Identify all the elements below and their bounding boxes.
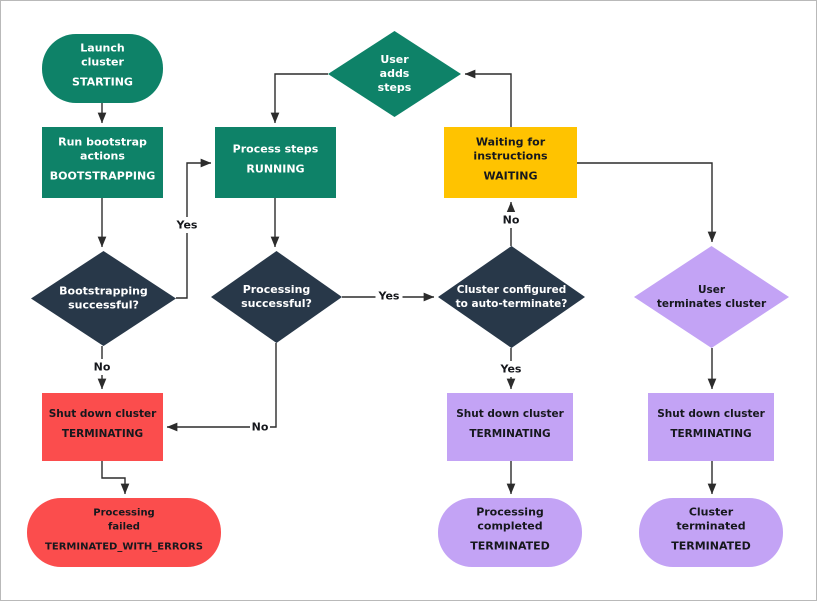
- edge-label-bg: [250, 419, 270, 435]
- node-shape-rect: [215, 127, 336, 198]
- node-label-line: Waiting for: [476, 136, 546, 149]
- node-shape-diamond: [634, 246, 789, 348]
- node-label-line: cluster: [81, 56, 124, 69]
- edge-label-e-processing-no: No: [252, 421, 269, 434]
- node-shape-rect: [648, 393, 774, 461]
- node-state-label: TERMINATING: [469, 428, 550, 440]
- node-label-line: Processing: [93, 508, 154, 519]
- node-shape-rect: [447, 393, 573, 461]
- node-label-line: Shut down cluster: [456, 408, 564, 420]
- node-label-line: successful?: [68, 299, 139, 312]
- node-state-label: TERMINATED_WITH_ERRORS: [45, 542, 203, 553]
- node-label-line: completed: [477, 520, 542, 533]
- node-label-line: Process steps: [233, 143, 319, 156]
- node-state-label: TERMINATING: [670, 428, 751, 440]
- node-shape-diamond: [211, 251, 342, 343]
- node-state-label: WAITING: [483, 170, 537, 183]
- node-state-label: RUNNING: [246, 163, 304, 176]
- node-shape-stadium: [438, 498, 582, 567]
- node-label-line: Shut down cluster: [49, 408, 157, 420]
- node-shape-rect: [42, 127, 163, 198]
- node-shape-diamond: [438, 246, 585, 348]
- node-shape-stadium: [27, 498, 221, 567]
- edge-label-bg: [501, 212, 521, 228]
- edge-label-e-autoterm-yes: Yes: [500, 363, 522, 376]
- node-label-line: Run bootstrap: [58, 136, 147, 149]
- node-state-label: TERMINATING: [62, 428, 143, 440]
- node-state-label: TERMINATED: [470, 540, 550, 553]
- edge-label-e-processing-yes: Yes: [378, 290, 400, 303]
- node-label-line: failed: [108, 522, 140, 533]
- node-label-line: successful?: [241, 297, 312, 310]
- edge-label-e-bootstrap-yes: Yes: [176, 219, 198, 232]
- node-label-line: Cluster: [689, 506, 734, 519]
- node-label-line: Bootstrapping: [59, 285, 148, 298]
- node-cluster-configured-auto-terminate[interactable]: Cluster configured to auto-terminate?: [438, 246, 585, 348]
- edge-label-e-autoterm-no: No: [503, 214, 520, 227]
- node-state-label: BOOTSTRAPPING: [50, 170, 155, 183]
- node-label-line: instructions: [473, 150, 548, 163]
- node-shape-diamond: [31, 251, 176, 346]
- node-label-line: terminates cluster: [657, 298, 767, 310]
- node-shape-stadium: [639, 498, 783, 567]
- edge-e-shutdown-to-failed: [101, 461, 130, 495]
- node-state-label: STARTING: [72, 76, 133, 89]
- node-label-line: to auto-terminate?: [456, 298, 568, 310]
- edge-e-processing-no: [166, 343, 277, 432]
- edge-label-bg: [173, 217, 201, 233]
- edge-e-waiting-to-adds-steps: [464, 69, 512, 127]
- edge-label-bg: [375, 288, 403, 304]
- node-label-line: actions: [80, 150, 125, 163]
- node-label-line: terminated: [676, 520, 745, 533]
- node-label-line: Shut down cluster: [657, 408, 765, 420]
- edges-layer: [97, 69, 717, 495]
- node-label-line: User: [380, 53, 409, 66]
- node-shape-rect: [444, 127, 577, 198]
- node-label-line: User: [698, 284, 726, 296]
- edge-e-adds-steps-to-process: [270, 73, 328, 124]
- edge-label-e-bootstrap-no: No: [94, 361, 111, 374]
- node-label-line: steps: [378, 81, 412, 94]
- edge-e-waiting-to-user-terminates: [577, 162, 717, 243]
- node-label-line: adds: [380, 67, 410, 80]
- node-state-label: TERMINATED: [671, 540, 751, 553]
- node-label-line: Processing: [243, 283, 311, 296]
- node-user-terminates-cluster[interactable]: User terminates cluster: [634, 246, 789, 348]
- edge-label-bg: [92, 359, 112, 375]
- node-shape-diamond: [328, 31, 461, 117]
- node-label-line: Launch: [80, 42, 124, 55]
- node-label-line: Processing: [476, 506, 544, 519]
- node-shape-rect: [42, 393, 163, 461]
- node-shape-stadium: [42, 34, 163, 103]
- node-label-line: Cluster configured: [457, 284, 567, 296]
- edge-label-bg: [497, 361, 525, 377]
